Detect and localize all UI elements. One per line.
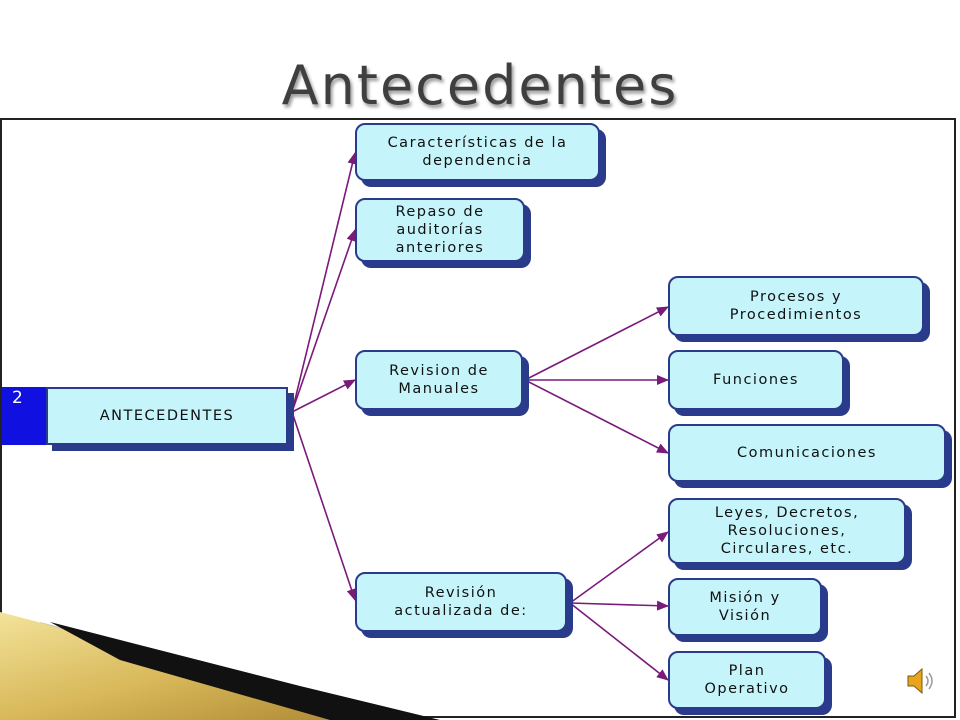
connector-revision-leyes bbox=[569, 531, 669, 604]
root-node: ANTECEDENTES bbox=[46, 387, 288, 445]
root-number-tab bbox=[2, 387, 46, 445]
slide-title: Antecedentes bbox=[281, 54, 679, 117]
node-revision-actualizada: Revisión actualizada de: bbox=[355, 572, 567, 632]
node-revision-manuales: Revision de Manuales bbox=[355, 350, 523, 410]
root-number: 2 bbox=[12, 388, 23, 408]
connector-root-revision bbox=[291, 411, 357, 601]
node-procesos: Procesos y Procedimientos bbox=[668, 276, 924, 336]
connector-revision-plan bbox=[569, 602, 669, 681]
node-caracteristicas: Características de la dependencia bbox=[355, 123, 600, 181]
connector-revision-mision bbox=[569, 600, 669, 611]
speaker-icon[interactable] bbox=[904, 664, 938, 702]
node-mision: Misión y Visión bbox=[668, 578, 822, 636]
connector-root-caracteristicas bbox=[291, 152, 358, 413]
node-comunicaciones: Comunicaciones bbox=[668, 424, 946, 482]
connector-manuales-comunicaciones bbox=[524, 379, 669, 454]
node-plan: Plan Operativo bbox=[668, 651, 826, 709]
connector-manuales-procesos bbox=[524, 306, 669, 381]
node-leyes: Leyes, Decretos, Resoluciones, Circulare… bbox=[668, 498, 906, 564]
connector-root-repaso bbox=[291, 229, 357, 413]
node-funciones: Funciones bbox=[668, 350, 844, 410]
node-repaso-auditorias: Repaso de auditorías anteriores bbox=[355, 198, 525, 262]
gold-wedge bbox=[0, 612, 420, 720]
connector-root-manuales bbox=[291, 379, 356, 413]
